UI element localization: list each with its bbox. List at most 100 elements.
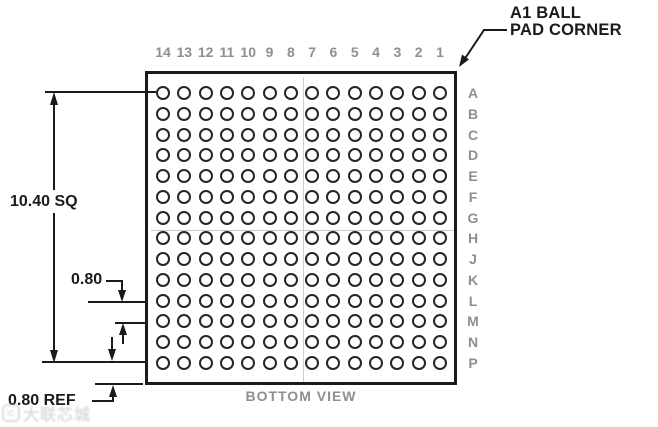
ball-pad-F9 (262, 189, 277, 204)
ball-pad-D11 (219, 148, 234, 163)
ball-pad-P1 (433, 355, 447, 370)
ball-pad-A5 (347, 86, 362, 100)
ball-pad-F10 (241, 189, 256, 204)
ball-pad-K7 (305, 272, 320, 287)
ball-pad-F4 (369, 189, 384, 204)
ball-pad-N2 (411, 335, 426, 350)
row-label-H: H (467, 230, 479, 247)
ball-pad-L13 (177, 293, 192, 308)
ball-pad-N9 (262, 335, 277, 350)
ball-pad-J8 (283, 252, 298, 267)
ball-pad-J3 (390, 252, 405, 267)
ball-pad-P11 (219, 355, 234, 370)
row-label-L: L (468, 292, 478, 309)
ball-pad-B8 (283, 106, 298, 121)
ball-pad-N8 (283, 335, 298, 350)
ball-pad-K5 (347, 272, 362, 287)
ball-pad-C10 (241, 127, 256, 142)
row-label-P: P (468, 354, 478, 371)
ball-pad-K9 (262, 272, 277, 287)
ball-pad-G3 (390, 210, 405, 225)
ball-pad-E14 (156, 169, 170, 184)
ball-pad-F13 (177, 189, 192, 204)
ball-pad-E13 (177, 169, 192, 184)
ball-pad-H2 (411, 231, 426, 246)
column-label-12: 12 (197, 44, 214, 60)
ball-pad-D4 (369, 148, 384, 163)
ball-pad-L10 (241, 293, 256, 308)
leader-a1-corner (461, 29, 507, 64)
ball-pad-N6 (326, 335, 341, 350)
ball-pad-A2 (411, 86, 426, 100)
ball-pad-C1 (433, 127, 447, 142)
ball-pad-M1 (433, 314, 447, 329)
ball-pad-B5 (347, 106, 362, 121)
ball-pad-M5 (347, 314, 362, 329)
column-label-2: 2 (414, 44, 423, 60)
ball-pad-M6 (326, 314, 341, 329)
ball-pad-H10 (241, 231, 256, 246)
ball-pad-J13 (177, 252, 192, 267)
ball-pad-G5 (347, 210, 362, 225)
ball-pad-A4 (369, 86, 384, 100)
dimension-label-edge-ref: 0.80 REF (8, 392, 76, 409)
ball-pad-J6 (326, 252, 341, 267)
dimension-label-pitch: 0.80 (71, 271, 103, 288)
ball-pad-L7 (305, 293, 320, 308)
row-label-C: C (467, 126, 479, 143)
ball-pad-L3 (390, 293, 405, 308)
ball-pad-H1 (433, 231, 447, 246)
ball-pad-K10 (241, 272, 256, 287)
ball-pad-K4 (369, 272, 384, 287)
ball-pad-B9 (262, 106, 277, 121)
arrowhead-a1-corner (459, 54, 469, 67)
ball-pad-C9 (262, 127, 277, 142)
ball-pad-C4 (369, 127, 384, 142)
ball-pad-F2 (411, 189, 426, 204)
ball-pad-P3 (390, 355, 405, 370)
row-label-J: J (469, 251, 477, 268)
ball-pad-G12 (198, 210, 213, 225)
watermark-text: 大联芯城 (23, 407, 92, 424)
ball-pad-G7 (305, 210, 320, 225)
ball-pad-A8 (283, 86, 298, 100)
ball-pad-L6 (326, 293, 341, 308)
ball-pad-K3 (390, 272, 405, 287)
ball-pad-J5 (347, 252, 362, 267)
package-outline (145, 71, 457, 385)
ball-pad-D3 (390, 148, 405, 163)
ball-pad-D2 (411, 148, 426, 163)
ball-pad-G11 (219, 210, 234, 225)
ball-pad-D9 (262, 148, 277, 163)
ball-pad-H5 (347, 231, 362, 246)
ball-pad-M10 (241, 314, 256, 329)
ball-pad-P12 (198, 355, 213, 370)
ball-pad-B2 (411, 106, 426, 121)
ball-pad-N5 (347, 335, 362, 350)
ball-pad-J2 (411, 252, 426, 267)
ball-pad-A9 (262, 86, 277, 100)
ball-pad-A14 (156, 86, 170, 100)
ball-pad-G13 (177, 210, 192, 225)
ball-pad-P8 (283, 355, 298, 370)
ball-pad-H11 (219, 231, 234, 246)
ball-pad-D8 (283, 148, 298, 163)
ball-pad-J7 (305, 252, 320, 267)
ball-pad-N12 (198, 335, 213, 350)
ball-pad-F6 (326, 189, 341, 204)
ball-pad-D13 (177, 148, 192, 163)
ball-pad-H14 (156, 231, 170, 246)
ball-pad-M4 (369, 314, 384, 329)
ball-pad-C7 (305, 127, 320, 142)
ball-pad-B4 (369, 106, 384, 121)
ball-pad-L14 (156, 293, 170, 308)
ball-pad-N1 (433, 335, 447, 350)
ball-pad-H9 (262, 231, 277, 246)
arrowhead-pitch-down (118, 290, 126, 302)
ball-pad-A6 (326, 86, 341, 100)
row-label-E: E (468, 168, 478, 185)
ball-pad-A13 (177, 86, 192, 100)
ball-pad-M2 (411, 314, 426, 329)
callout-line-1: A1 BALL (510, 4, 582, 22)
ball-pad-A1 (433, 86, 447, 100)
